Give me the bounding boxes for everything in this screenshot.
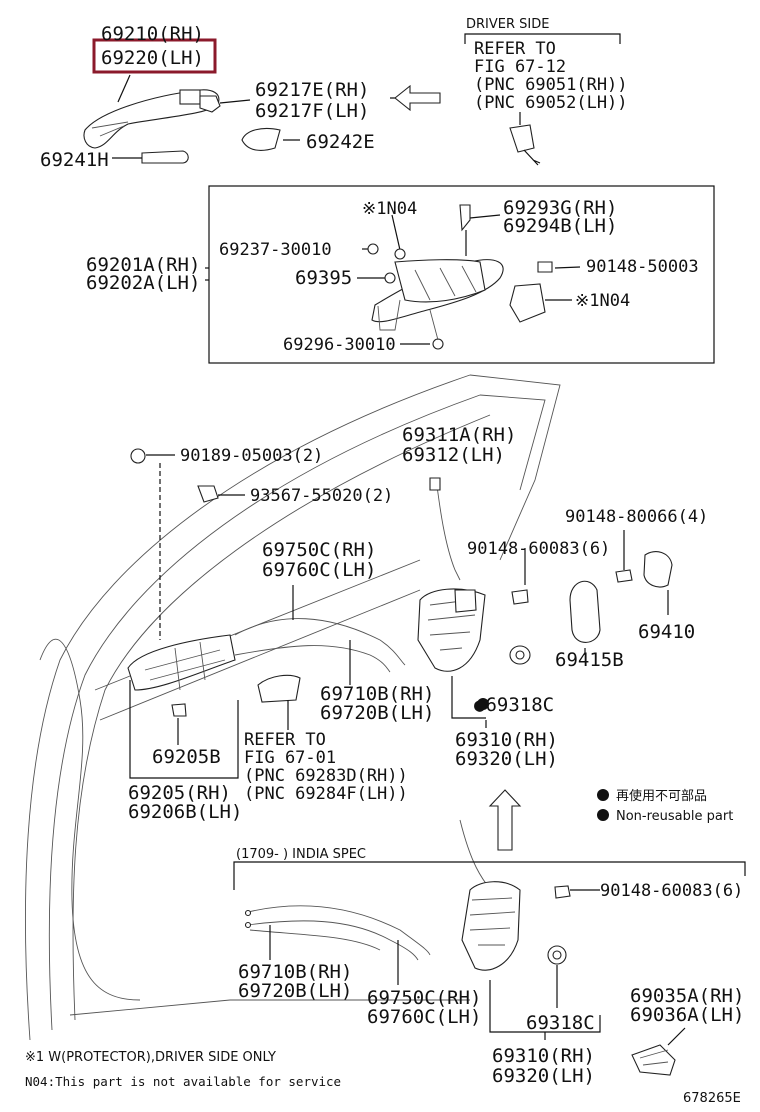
label-90148-80066: 90148-80066(4)	[565, 507, 708, 527]
label-69318C-a: ●69318C	[474, 694, 554, 716]
handle-cover	[141, 150, 189, 164]
label-69320-a: 69320(LH)	[455, 748, 558, 770]
label-69310-b: 69310(RH)	[492, 1045, 595, 1067]
footnote-protector: ※1 W(PROTECTOR),DRIVER SIDE ONLY	[25, 1050, 276, 1065]
inside-handle-bezel	[257, 674, 301, 703]
label-69760C-b: 69760C(LH)	[367, 1006, 481, 1028]
label-n04-b: ※1N04	[575, 291, 630, 311]
label-pnc-69284F: (PNC 69284F(LH))	[244, 784, 408, 804]
label-69293G: 69293G(RH)	[503, 197, 617, 219]
non-reusable-dot-3	[477, 698, 489, 710]
label-69318C-b: 69318C	[526, 1012, 595, 1034]
label-69320-b: 69320(LH)	[492, 1065, 595, 1087]
striker	[643, 551, 673, 588]
label-pnc-69051: (PNC 69051(RH))	[474, 75, 628, 95]
label-69720B-b: 69720B(LH)	[238, 980, 352, 1002]
label-india-spec: (1709- ) INDIA SPEC	[236, 847, 366, 862]
door-lock-assembly	[417, 477, 673, 851]
label-driver-side: DRIVER SIDE	[466, 17, 549, 32]
label-pnc-69283D: (PNC 69283D(RH))	[244, 766, 408, 786]
protector	[509, 283, 546, 323]
label-non-reusable-en: Non-reusable part	[616, 809, 733, 824]
handle-frame-box	[205, 185, 715, 364]
label-69294B: 69294B(LH)	[503, 215, 617, 237]
label-69205: 69205(RH)	[128, 782, 231, 804]
door-lock-india	[461, 881, 521, 971]
non-reusable-dot-1	[597, 789, 609, 801]
arrow-up	[488, 789, 522, 851]
label-69220: 69220(LH)	[101, 47, 204, 69]
label-90148-60083-a: 90148-60083(6)	[467, 539, 610, 559]
label-layer: 69210(RH) 69220(LH) 69217E(RH) 69217F(LH…	[25, 17, 744, 1106]
india-spec-section	[233, 861, 746, 1076]
label-69241H: 69241H	[40, 149, 109, 171]
label-69311A: 69311A(RH)	[402, 424, 516, 446]
label-69237: 69237-30010	[219, 240, 332, 260]
protector-india	[631, 1044, 676, 1076]
label-fig-67-12: FIG 67-12	[474, 57, 566, 77]
label-pnc-69052: (PNC 69052(LH))	[474, 93, 628, 113]
label-69310-a: 69310(RH)	[455, 729, 558, 751]
label-90148-60083-b: 90148-60083(6)	[600, 881, 743, 901]
label-refer-to-1: REFER TO	[474, 39, 556, 59]
diagram-number: 678265E	[683, 1091, 741, 1106]
non-reusable-dot-2	[597, 809, 609, 821]
driver-side-cylinder	[464, 33, 621, 166]
label-69201A: 69201A(RH)	[86, 254, 200, 276]
label-69210: 69210(RH)	[101, 23, 204, 45]
label-69242E: 69242E	[306, 131, 375, 153]
inside-handle-assembly	[127, 448, 406, 779]
label-n04-a: ※1N04	[362, 199, 417, 219]
label-69206B: 69206B(LH)	[128, 801, 242, 823]
legend	[477, 698, 609, 821]
label-69296: 69296-30010	[283, 335, 396, 355]
label-69750C-b: 69750C(RH)	[367, 987, 481, 1009]
label-69415B: 69415B	[555, 649, 624, 671]
label-refer-to-2: REFER TO	[244, 730, 326, 750]
label-69410: 69410	[638, 621, 695, 643]
inside-handle	[127, 634, 236, 691]
label-69217E: 69217E(RH)	[255, 79, 369, 101]
label-69710B-a: 69710B(RH)	[320, 683, 434, 705]
outside-handle-assembly	[83, 38, 441, 164]
footnote-n04: N04:This part is not available for servi…	[25, 1074, 341, 1089]
label-69710B-b: 69710B(RH)	[238, 961, 352, 983]
handle-cap	[199, 95, 221, 113]
arrow-left	[394, 84, 441, 112]
label-69217F: 69217F(LH)	[255, 100, 369, 122]
label-non-reusable-jp: 再使用不可部品	[616, 788, 707, 804]
highlight-box	[92, 38, 217, 74]
label-69395: 69395	[295, 267, 352, 289]
label-90148-50003: 90148-50003	[586, 257, 699, 277]
label-69202A: 69202A(LH)	[86, 272, 200, 294]
key-cylinder	[509, 124, 535, 153]
handle-frame-gasket	[241, 127, 281, 151]
label-69720B-a: 69720B(LH)	[320, 702, 434, 724]
label-fig-67-01: FIG 67-01	[244, 748, 336, 768]
label-93567: 93567-55020(2)	[250, 486, 393, 506]
bracket	[394, 259, 486, 303]
label-69035A: 69035A(RH)	[630, 985, 744, 1007]
label-69036A: 69036A(LH)	[630, 1004, 744, 1026]
label-69312: 69312(LH)	[402, 444, 505, 466]
label-69760C-a: 69760C(LH)	[262, 559, 376, 581]
label-69205B: 69205B	[152, 746, 221, 768]
label-69750C-a: 69750C(RH)	[262, 539, 376, 561]
label-90189: 90189-05003(2)	[180, 446, 323, 466]
striker-cover	[569, 580, 601, 643]
